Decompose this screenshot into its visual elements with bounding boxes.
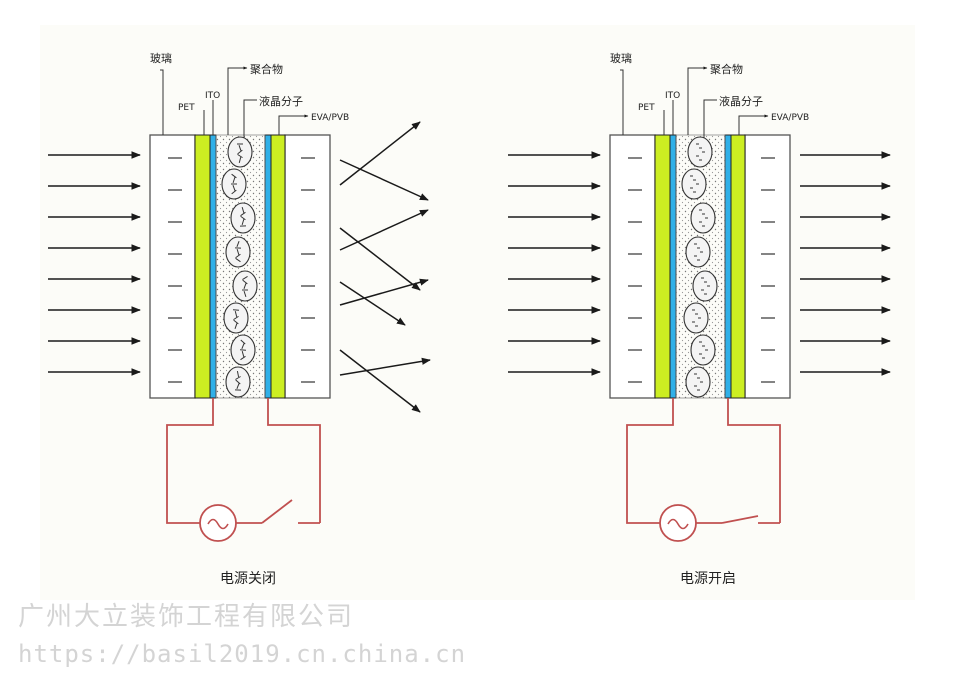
label-polymer: 聚合物 xyxy=(250,62,283,76)
pet-layer-right xyxy=(271,135,285,398)
ito-layer-left xyxy=(670,135,676,398)
glass-pane-left xyxy=(150,135,195,398)
label-lc: 液晶分子 xyxy=(259,94,303,108)
lc-droplet xyxy=(684,303,708,333)
lc-droplet xyxy=(233,271,257,301)
lc-droplet xyxy=(686,237,710,267)
panel-caption: 电源开启 xyxy=(680,571,736,587)
label-lc: 液晶分子 xyxy=(719,94,763,108)
lc-droplet xyxy=(228,137,252,167)
label-ito: ITO xyxy=(205,91,220,101)
pet-layer-left xyxy=(195,135,210,398)
label-ito: ITO xyxy=(665,91,680,101)
glass-pane-right xyxy=(745,135,790,398)
panel-caption: 电源关闭 xyxy=(220,571,276,587)
lc-droplet xyxy=(226,367,250,397)
glass-pane-left xyxy=(610,135,655,398)
lc-droplet-outline xyxy=(688,137,712,167)
lc-droplet-outline xyxy=(686,237,710,267)
pet-layer-left xyxy=(655,135,670,398)
lc-droplet xyxy=(691,335,715,365)
lc-droplet xyxy=(222,169,246,199)
label-eva: EVA/PVB xyxy=(771,113,809,123)
lc-droplet-outline xyxy=(686,367,710,397)
watermark-url: https://basil2019.cn.china.cn xyxy=(18,640,466,668)
lc-droplet xyxy=(224,303,248,333)
lc-droplet-outline xyxy=(691,335,715,365)
ito-layer-right xyxy=(725,135,731,398)
lc-droplet xyxy=(231,203,255,233)
label-glass: 玻璃 xyxy=(150,51,172,65)
lc-droplet-outline xyxy=(684,303,708,333)
lc-droplet xyxy=(688,137,712,167)
glass-pane-right xyxy=(285,135,330,398)
lc-droplet xyxy=(682,169,706,199)
label-eva: EVA/PVB xyxy=(311,113,349,123)
label-pet: PET xyxy=(638,103,655,113)
pet-layer-right xyxy=(731,135,745,398)
lc-droplet xyxy=(686,367,710,397)
lc-droplet-outline xyxy=(682,169,706,199)
ito-layer-right xyxy=(265,135,271,398)
lc-molecule xyxy=(233,310,239,311)
lc-droplet xyxy=(231,335,255,365)
label-pet: PET xyxy=(178,103,195,113)
lc-droplet-outline xyxy=(693,271,717,301)
lc-droplet xyxy=(693,271,717,301)
lc-droplet-outline xyxy=(691,203,715,233)
watermark-company: 广州大立装饰工程有限公司 xyxy=(18,596,354,633)
lc-droplet xyxy=(691,203,715,233)
label-glass: 玻璃 xyxy=(610,51,632,65)
ito-layer-left xyxy=(210,135,216,398)
lc-droplet xyxy=(226,237,250,267)
label-polymer: 聚合物 xyxy=(710,62,743,76)
